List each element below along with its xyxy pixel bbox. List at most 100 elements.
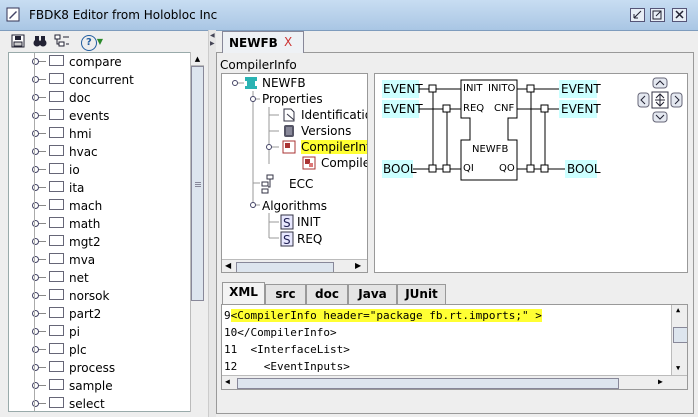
expand-handle-icon[interactable] bbox=[32, 328, 39, 335]
port-qi-label: QI bbox=[463, 163, 474, 174]
scroll-right-icon[interactable]: ▶ bbox=[658, 377, 663, 386]
event-output-2-label[interactable]: EVENT bbox=[561, 102, 601, 116]
scroll-right-icon[interactable]: ▶ bbox=[355, 261, 362, 270]
maximize-button[interactable] bbox=[650, 8, 665, 22]
code-vertical-scrollbar[interactable]: ▲ ▼ bbox=[671, 305, 687, 375]
expand-handle-icon[interactable] bbox=[32, 220, 39, 227]
folder-item[interactable]: hvac bbox=[9, 143, 189, 161]
tree-horizontal-scrollbar[interactable]: ◀ ▶ bbox=[222, 259, 367, 272]
tree-item-compiler[interactable]: Compiler bbox=[321, 156, 367, 170]
diagram-navigator[interactable] bbox=[637, 76, 683, 124]
tree-item-identification[interactable]: Identification bbox=[301, 108, 367, 122]
help-button[interactable]: ?▼ bbox=[80, 33, 104, 51]
expand-handle-icon[interactable] bbox=[32, 256, 39, 263]
folder-item[interactable]: hmi bbox=[9, 125, 189, 143]
folder-item[interactable]: events bbox=[9, 107, 189, 125]
tab-java[interactable]: Java bbox=[348, 284, 397, 304]
scroll-up-icon[interactable]: ▲ bbox=[676, 306, 681, 314]
tab-src[interactable]: src bbox=[265, 284, 306, 304]
expand-handle-icon[interactable] bbox=[32, 148, 39, 155]
xml-source-view[interactable]: 9<CompilerInfo header="package fb.rt.imp… bbox=[221, 304, 688, 390]
folder-item[interactable]: process bbox=[9, 359, 189, 377]
tree-item-versions[interactable]: Versions bbox=[301, 124, 352, 138]
scroll-down-icon[interactable]: ▼ bbox=[676, 364, 681, 372]
tree-connector bbox=[34, 79, 46, 80]
folder-item[interactable]: net bbox=[9, 269, 189, 287]
fb-interface-diagram[interactable]: EVENT EVENT BOOL EVENT EVENT BOOL INIT R… bbox=[374, 73, 688, 273]
expand-handle-icon[interactable] bbox=[32, 112, 39, 119]
event-input-2-label[interactable]: EVENT bbox=[383, 102, 423, 116]
folder-item[interactable]: ita bbox=[9, 179, 189, 197]
split-pane-divider[interactable] bbox=[208, 30, 216, 417]
expand-handle-icon[interactable] bbox=[32, 310, 39, 317]
tab-close-icon[interactable]: X bbox=[284, 35, 293, 49]
folder-item[interactable]: math bbox=[9, 215, 189, 233]
splitter-collapse-icon[interactable]: ◀ bbox=[210, 32, 215, 39]
expand-handle-icon[interactable] bbox=[32, 202, 39, 209]
tab-xml[interactable]: XML bbox=[222, 282, 265, 305]
tree-connector bbox=[34, 349, 46, 350]
folder-label: mva bbox=[69, 253, 96, 267]
outline-button[interactable] bbox=[53, 33, 71, 51]
folder-icon bbox=[49, 271, 64, 282]
event-output-1-label[interactable]: EVENT bbox=[561, 82, 601, 96]
expand-handle-icon[interactable] bbox=[32, 58, 39, 65]
expand-handle-icon[interactable] bbox=[32, 274, 39, 281]
scroll-left-icon[interactable]: ◀ bbox=[225, 377, 230, 386]
code-horizontal-scrollbar[interactable]: ◀ ▶ bbox=[222, 375, 687, 389]
tree-item-ecc[interactable]: ECC bbox=[289, 177, 314, 191]
scroll-up-icon[interactable]: ▲ bbox=[191, 53, 204, 66]
tree-hscroll-thumb[interactable] bbox=[236, 262, 334, 272]
data-input-label[interactable]: BOOL bbox=[383, 162, 417, 176]
folder-item[interactable]: plc bbox=[9, 341, 189, 359]
expand-handle-icon[interactable] bbox=[32, 130, 39, 137]
folder-item[interactable]: concurrent bbox=[9, 71, 189, 89]
folder-item[interactable]: mva bbox=[9, 251, 189, 269]
scroll-left-icon[interactable]: ◀ bbox=[225, 261, 232, 270]
folder-item[interactable]: part2 bbox=[9, 305, 189, 323]
tab-doc[interactable]: doc bbox=[306, 284, 348, 304]
expand-handle-icon[interactable] bbox=[32, 184, 39, 191]
tree-item-init[interactable]: INIT bbox=[297, 215, 321, 229]
data-output-label[interactable]: BOOL bbox=[567, 162, 601, 176]
fb-name-label[interactable]: NEWFB bbox=[472, 144, 509, 155]
expand-handle-icon[interactable] bbox=[32, 76, 39, 83]
expand-handle-icon[interactable] bbox=[32, 382, 39, 389]
folder-item[interactable]: mach bbox=[9, 197, 189, 215]
splitter-expand-icon[interactable]: ▶ bbox=[210, 40, 215, 47]
expand-handle-icon[interactable] bbox=[32, 400, 39, 407]
folder-item[interactable]: compare bbox=[9, 53, 189, 71]
expand-handle-icon[interactable] bbox=[32, 364, 39, 371]
tree-connector bbox=[34, 259, 46, 260]
find-button[interactable] bbox=[31, 33, 49, 51]
folder-item[interactable]: mgt2 bbox=[9, 233, 189, 251]
expand-handle-icon[interactable] bbox=[32, 166, 39, 173]
library-tree-scroll-thumb[interactable] bbox=[191, 66, 204, 301]
expand-handle-icon[interactable] bbox=[32, 292, 39, 299]
close-button[interactable] bbox=[672, 8, 687, 22]
code-hscroll-thumb[interactable] bbox=[237, 378, 619, 389]
save-button[interactable] bbox=[9, 33, 27, 51]
tree-item-compilerinfo[interactable]: CompilerInfo bbox=[301, 140, 367, 154]
code-vscroll-thumb[interactable] bbox=[673, 327, 687, 343]
tree-item-newfb[interactable]: NEWFB bbox=[262, 76, 306, 90]
tab-newfb[interactable]: NEWFB X bbox=[222, 31, 304, 53]
folder-item[interactable]: pi bbox=[9, 323, 189, 341]
iconify-button[interactable] bbox=[630, 8, 645, 22]
folder-item[interactable]: sample bbox=[9, 377, 189, 395]
tree-item-properties[interactable]: Properties bbox=[262, 92, 323, 106]
expand-handle-icon[interactable] bbox=[32, 94, 39, 101]
expand-handle-icon[interactable] bbox=[32, 346, 39, 353]
folder-item[interactable]: doc bbox=[9, 89, 189, 107]
code-line: 10</CompilerInfo> bbox=[224, 324, 337, 342]
folder-item[interactable]: select bbox=[9, 395, 189, 411]
folder-item[interactable]: norsok bbox=[9, 287, 189, 305]
fb-structure-tree[interactable]: NEWFB Properties Identification Versions… bbox=[221, 73, 368, 273]
tab-junit[interactable]: JUnit bbox=[397, 284, 446, 304]
event-input-1-label[interactable]: EVENT bbox=[383, 82, 423, 96]
folder-item[interactable]: io bbox=[9, 161, 189, 179]
expand-handle-icon[interactable] bbox=[32, 238, 39, 245]
tree-item-algorithms[interactable]: Algorithms bbox=[262, 199, 328, 213]
tree-item-req[interactable]: REQ bbox=[297, 232, 323, 246]
